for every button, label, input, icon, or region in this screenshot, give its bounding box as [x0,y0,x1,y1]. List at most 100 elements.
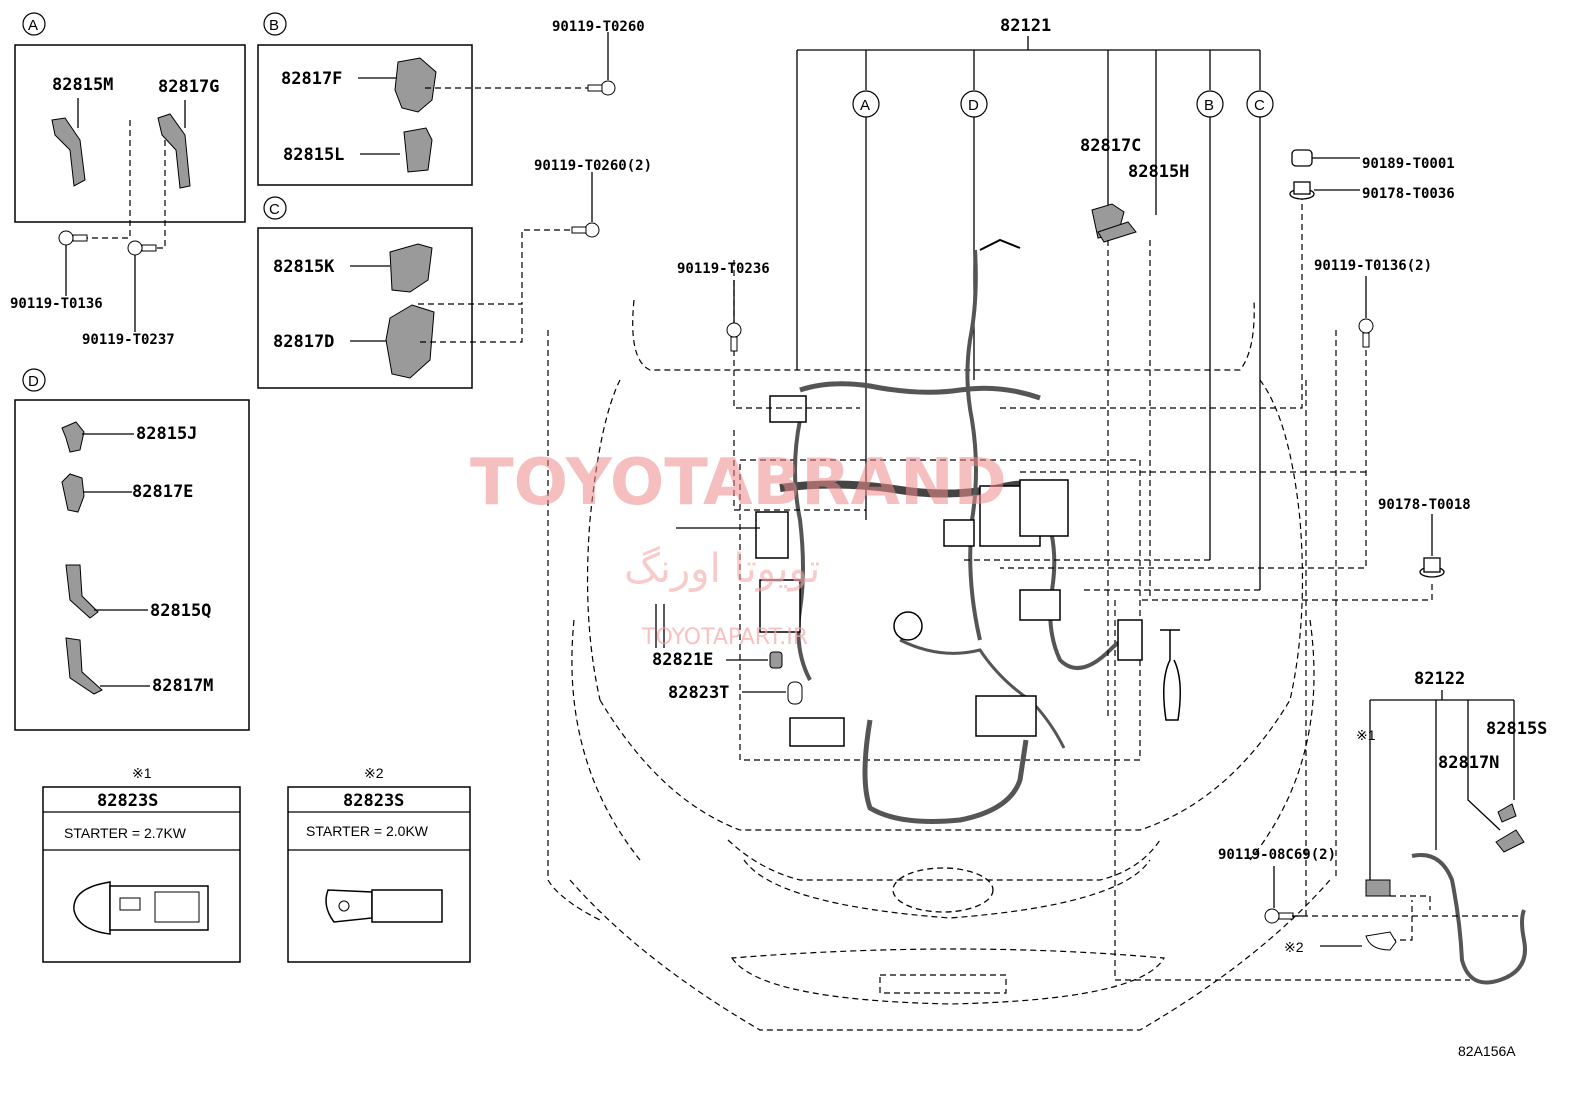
bracket-82817N-shape [1495,829,1525,853]
svg-text:D: D [968,97,979,114]
watermark: TOYOTABRAND تويوتا اورنگ TOYOTAPART.IR [470,446,1007,650]
bracket-82815S-shape [1497,803,1517,823]
bracket-82817F-shape [394,57,437,113]
grommet-82821E-shape [769,651,783,669]
group-c: C 82815K 82817D 90119-T0260(2) [257,158,652,389]
bolt-90119-T0260-2[interactable]: 90119-T0260(2) [534,158,652,174]
cover-82823T-shape [787,681,803,705]
sub-harness: 82122 ※1 82815S 82817N ※2 90119-08C69(2) [1218,669,1547,985]
bolt-icon [726,322,742,352]
bolt-90119-T0136[interactable]: 90119-T0136 [10,296,103,312]
watermark-brand: TOYOTABRAND [470,446,1007,520]
nut-icon [1419,557,1445,578]
variant-2: ※2 82823S STARTER = 2.0KW [287,765,471,963]
svg-text:C: C [1254,97,1265,114]
part-82815K[interactable]: 82815K [273,257,335,277]
bolt-90119-T0236[interactable]: 90119-T0236 [677,261,770,277]
part-82815H[interactable]: 82815H [1128,162,1189,182]
part-82817N[interactable]: 82817N [1438,753,1499,773]
sub-mark-2: ※2 [1284,939,1304,955]
bolt-icon [1264,908,1294,924]
bracket-82817D-shape [385,304,435,379]
bracket-82815H-shape [1097,221,1137,243]
connector-cover-shape [1365,931,1397,951]
part-82817M[interactable]: 82817M [152,676,213,696]
bolt-icon [571,222,600,238]
callout-c-label: C [269,201,280,218]
right-bolts: 90189-T0001 90178-T0036 90119-T0136(2) 9… [677,149,1471,578]
group-a: A 82815M 82817G 90119-T0136 90119-T0237 [10,12,246,348]
variant-2-part[interactable]: 82823S [343,791,404,811]
nut-icon [1291,149,1360,167]
bolt-90119-T0237[interactable]: 90119-T0237 [82,332,175,348]
variant-1-part[interactable]: 82823S [97,791,158,811]
nut-90178-T0036[interactable]: 90178-T0036 [1362,186,1455,202]
callout-a-label: A [28,17,38,34]
box-b-frame [257,44,473,186]
engine-bay-outline [547,299,1470,1031]
part-82121[interactable]: 82121 [1000,16,1051,36]
bolt-90119-T0136-2[interactable]: 90119-T0136(2) [1314,258,1432,274]
part-82817F[interactable]: 82817F [281,69,342,89]
variant-1-mark: ※1 [132,765,152,781]
main-harness-callouts: 82121 A D B C 82817C 82815H [796,16,1274,590]
bolt-icon [587,80,616,96]
svg-text:A: A [860,97,870,114]
nut-90178-T0018[interactable]: 90178-T0018 [1378,497,1471,513]
part-82817G[interactable]: 82817G [158,77,219,97]
bolt-90119-08C69-2[interactable]: 90119-08C69(2) [1218,847,1336,863]
group-b: B 82817F 82815L 90119-T0260 [257,12,645,186]
bolt-icon [127,240,157,256]
part-82821E[interactable]: 82821E [652,650,713,670]
part-82815M[interactable]: 82815M [52,75,113,95]
bracket-82817E-shape [61,473,85,513]
svg-text:B: B [1204,97,1214,114]
callout-d-label: D [28,373,39,390]
box-d-frame [14,399,250,731]
part-82815L[interactable]: 82815L [283,145,344,165]
bracket-82815J-shape [61,421,85,453]
variant-2-spec: STARTER = 2.0KW [306,823,429,839]
bracket-82815L-shape [403,127,433,173]
connector-2-7kw-shape [73,881,111,935]
part-82122[interactable]: 82122 [1414,669,1465,689]
bracket-82815K-shape [389,243,433,293]
part-82817C[interactable]: 82817C [1080,136,1141,156]
part-82823T[interactable]: 82823T [668,683,729,703]
sub-mark-1: ※1 [1356,727,1376,743]
clip-90189-T0001[interactable]: 90189-T0001 [1362,156,1455,172]
variant-1: ※1 82823S STARTER = 2.7KW [42,765,241,963]
callout-b-circle [263,12,287,36]
nut-icon [1289,181,1360,200]
part-82815S[interactable]: 82815S [1486,719,1547,739]
variant-1-spec: STARTER = 2.7KW [64,825,187,841]
bracket-82815Q-shape [65,564,99,619]
callout-a-circle [22,12,46,36]
main-harness-shape [655,238,1181,824]
variant-2-mark: ※2 [364,765,384,781]
box-c-frame [257,227,473,389]
leader-lines [733,190,1433,917]
variant-2-frame [287,786,471,963]
bolt-icon [1358,318,1374,348]
callout-b-label: B [269,17,279,34]
bracket-82815M-shape [51,117,86,187]
callout-d-circle [22,368,46,392]
part-82815Q[interactable]: 82815Q [150,601,211,621]
watermark-farsi: تويوتا اورنگ [624,546,820,592]
part-82817E[interactable]: 82817E [132,482,193,502]
small-parts: 82821E 82823T [652,650,803,705]
part-82815J[interactable]: 82815J [136,424,197,444]
bolt-90119-T0260[interactable]: 90119-T0260 [552,19,645,35]
variant-1-frame [42,786,241,963]
diagram-code: 82A156A [1458,1043,1516,1059]
callout-c-circle [263,196,287,220]
part-82817D[interactable]: 82817D [273,332,334,352]
bracket-82817G-shape [157,113,191,189]
watermark-site: TOYOTAPART.IR [641,625,808,650]
bolt-icon [58,230,88,246]
bracket-82817M-shape [65,637,103,695]
group-d: D 82815J 82817E 82815Q 82817M [14,368,250,731]
